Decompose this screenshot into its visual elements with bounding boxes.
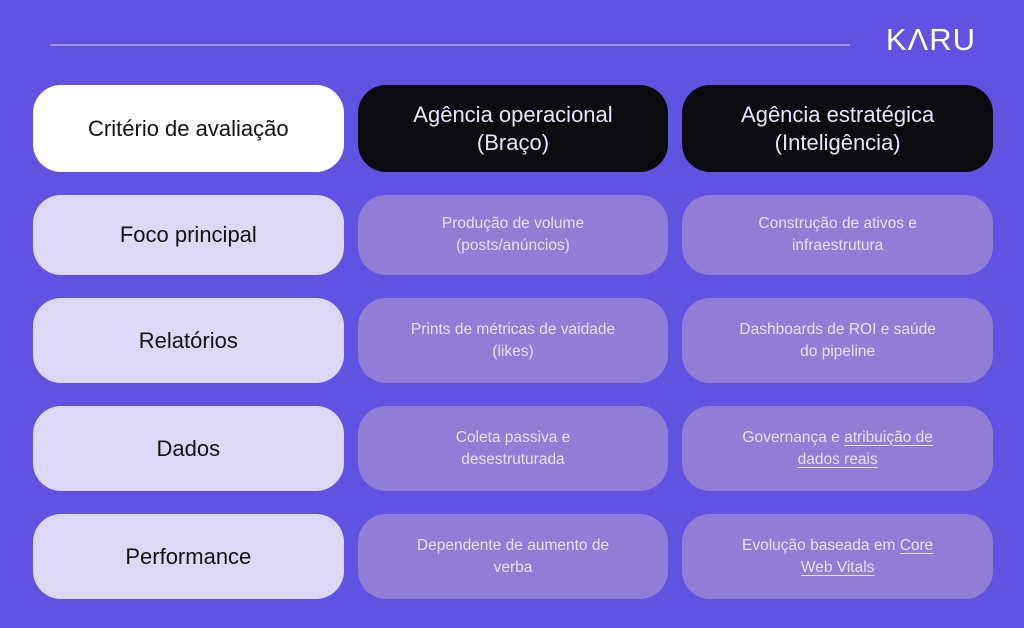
cell-foco-operacional: Produção de volume (posts/anúncios) xyxy=(357,195,669,275)
cell-foco-estrategica-text: Construção de ativos e infraestrutura xyxy=(758,215,917,254)
karu-logo: KΛRU xyxy=(886,24,976,55)
cell-relatorios-operacional-text: Prints de métricas de vaidade (likes) xyxy=(410,320,616,360)
cell-performance-estrategica: Evolução baseada em Core Web Vitals xyxy=(682,514,993,599)
top-divider-line xyxy=(50,44,850,46)
header-cell-strategic-agency-text: Agência estratégica (Inteligência) xyxy=(741,101,935,155)
row-label-performance: Performance xyxy=(33,514,344,599)
row-label-dados: Dados xyxy=(33,406,344,491)
cell-foco-estrategica: Construção de ativos e infraestrutura xyxy=(682,195,993,275)
cell-relatorios-estrategica: Dashboards de ROI e saúde do pipeline xyxy=(682,298,993,383)
row-label-dados-text: Dados xyxy=(156,435,221,461)
cell-performance-operacional-text: Dependente de aumento de verba xyxy=(416,536,610,576)
header-cell-operational-agency: Agência operacional (Braço) xyxy=(357,85,669,172)
row-label-performance-text: Performance xyxy=(125,543,252,569)
link-core-web-vitals[interactable]: Core Web Vitals xyxy=(800,536,934,576)
comparison-table: Critério de avaliação Agência operaciona… xyxy=(33,85,993,599)
cell-performance-operacional: Dependente de aumento de verba xyxy=(357,514,669,599)
cell-performance-estrategica-text: Evolução baseada em Core Web Vitals xyxy=(742,535,933,579)
link-atribuicao-de-dados-reais[interactable]: atribuição de dados reais xyxy=(797,428,933,468)
row-label-relatorios: Relatórios xyxy=(33,298,344,383)
header-cell-criteria-text: Critério de avaliação xyxy=(88,115,289,141)
header-cell-operational-agency-text: Agência operacional (Braço) xyxy=(413,101,613,155)
header-cell-strategic-agency: Agência estratégica (Inteligência) xyxy=(682,85,993,172)
cell-dados-estrategica: Governança e atribuição de dados reais xyxy=(682,406,993,491)
cell-dados-operacional-text: Coleta passiva e desestruturada xyxy=(455,428,571,468)
cell-dados-operacional: Coleta passiva e desestruturada xyxy=(357,406,669,491)
row-label-relatorios-text: Relatórios xyxy=(138,327,238,353)
row-label-foco-principal-text: Foco principal xyxy=(119,222,257,248)
cell-foco-operacional-text: Produção de volume (posts/anúncios) xyxy=(441,215,585,254)
cell-dados-estrategica-text: Governança e atribuição de dados reais xyxy=(742,427,932,471)
cell-performance-estrategica-plain-text: Evolução baseada em xyxy=(742,536,900,554)
cell-relatorios-operacional: Prints de métricas de vaidade (likes) xyxy=(357,298,669,383)
karu-logo-text: KΛRU xyxy=(885,22,976,57)
cell-relatorios-estrategica-text: Dashboards de ROI e saúde do pipeline xyxy=(739,320,936,360)
cell-dados-estrategica-plain-text: Governança e xyxy=(742,428,845,446)
row-label-foco-principal: Foco principal xyxy=(33,195,344,275)
header-cell-criteria: Critério de avaliação xyxy=(33,85,344,172)
